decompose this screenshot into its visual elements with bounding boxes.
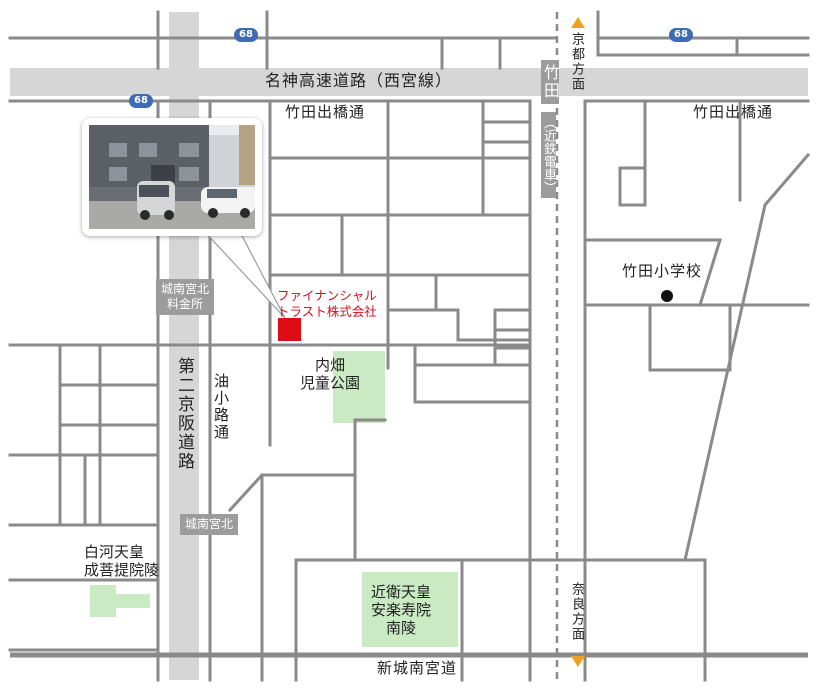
nara-direction-label: 奈良方面 [569, 582, 584, 642]
shirakawa-tomb-label: 白河天皇 成菩提院陵 [84, 543, 160, 579]
building-photo-card [82, 118, 262, 236]
jonangu-kita-tollgate-tag: 城南宮北 料金所 [156, 279, 215, 315]
expressway-label: 名神高速道路（西宮線） [265, 71, 453, 90]
building-photo-drawing [89, 125, 255, 229]
shin-jonangu-st-label: 新城南宮道 [377, 659, 458, 677]
daini-keihan-road-label: 第二京阪道路 [174, 355, 194, 473]
kyoto-direction-arrow-icon [571, 17, 585, 28]
takeda-demon-st-right-label: 竹田出橋通 [693, 103, 774, 121]
meishin-expressway [10, 68, 808, 96]
takeda-station-label: 竹田 [541, 60, 560, 104]
route-68-shield-top-left: 68 [234, 28, 258, 42]
takeda-elementary-label: 竹田小学校 [622, 262, 703, 280]
konoe-tomb-label: 近衛天皇 安楽寿院 南陵 [371, 583, 432, 637]
kintetsu-line-label: （近鉄電車） [541, 112, 556, 198]
uchihata-park-label: 内畑 児童公園 [300, 356, 361, 392]
kyoto-direction-label: 京都方面 [569, 32, 584, 92]
shirakawa-tomb-area [90, 585, 150, 617]
school-marker [661, 290, 673, 302]
uchihata-park-area [333, 351, 385, 423]
nara-direction-arrow-icon [571, 656, 585, 667]
takeda-demon-st-left-label: 竹田出橋通 [285, 103, 366, 121]
company-marker [278, 318, 301, 341]
road-network [8, 10, 811, 682]
aburanokoji-st-label: 油小路通 [212, 373, 230, 441]
jonangu-kita-tag: 城南宮北 [180, 514, 239, 535]
route-68-shield-top-right: 68 [669, 28, 693, 42]
company-name-label: ファイナンシャル トラスト株式会社 [277, 288, 377, 319]
route-68-shield-left: 68 [129, 94, 153, 108]
building-photo [89, 125, 255, 229]
konoe-tomb-area [362, 572, 458, 647]
